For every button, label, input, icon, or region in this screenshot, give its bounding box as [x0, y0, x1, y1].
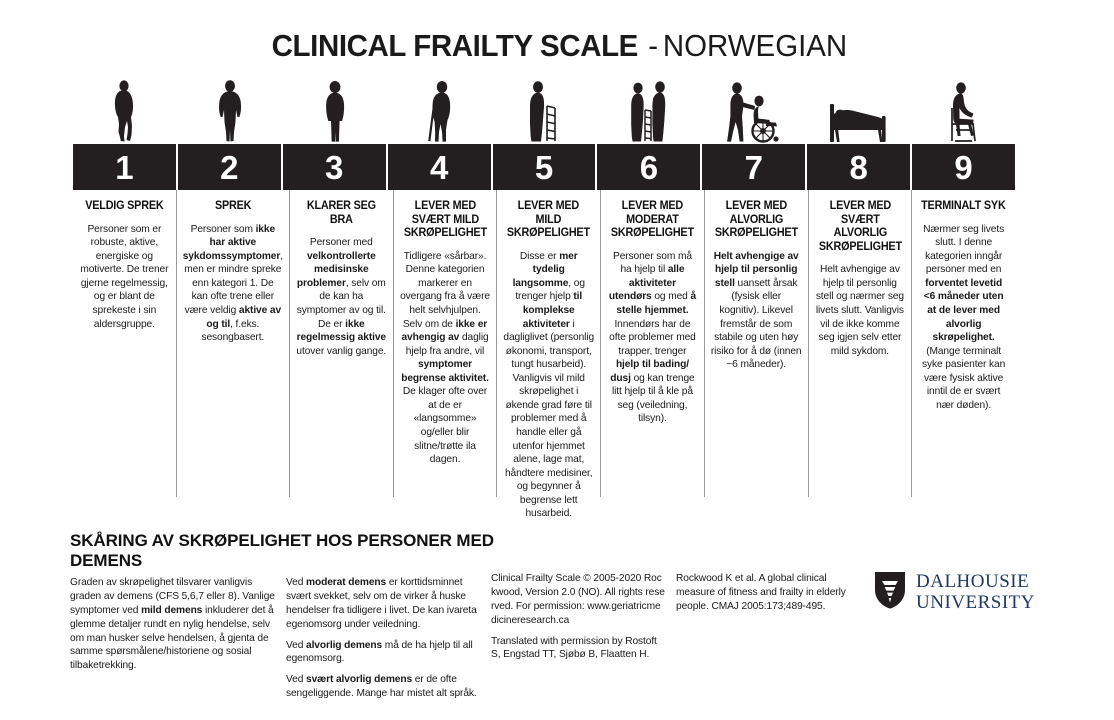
- frailty-card-8[interactable]: LEVER MED SVÆRT ALVORLIG SKRØPELIGHET He…: [808, 190, 913, 497]
- translation-credit: Translated with permission by Rostoft S,…: [491, 635, 657, 661]
- citation-column: Rockwood K et al. A global clinical meas…: [676, 572, 856, 614]
- frailty-card-4[interactable]: LEVER MED SVÆRT MILD SKRØPELIGHET Tidlig…: [393, 190, 498, 497]
- frailty-card-9[interactable]: TERMINALT SYK Nærmer seg livets slutt. I…: [912, 190, 1015, 497]
- title-light-part: NORWEGIAN: [662, 28, 848, 63]
- frailty-card-2[interactable]: SPREK Personer som ikke har aktive sykdo…: [176, 190, 290, 497]
- card-title-4: LEVER MED SVÆRT MILD SKRØPELIGHET: [403, 200, 487, 240]
- level-number-3[interactable]: 3: [282, 144, 388, 190]
- footer-section: SKÅRING AV SKRØPELIGHET HOS PERSONER MED…: [0, 528, 1114, 720]
- card-body-3: Personer med velkontrollerte medisinske …: [296, 237, 387, 357]
- logo-line-1: DALHOUSIE: [916, 570, 1030, 592]
- frailty-scale: 1 2 3 4 5 6 7 8 9 VELDIG SPREK Personer …: [73, 72, 1016, 519]
- card-title-3: KLARER SEG BRA: [306, 200, 376, 226]
- citation-text: Rockwood K et al. A global clinical meas…: [676, 573, 846, 612]
- figure-9: [910, 72, 1015, 144]
- figure-5: [492, 72, 597, 144]
- seated-person-icon: [942, 80, 984, 144]
- level-number-1[interactable]: 1: [73, 144, 178, 190]
- card-title-6: LEVER MED MODERAT SKRØPELIGHET: [610, 200, 694, 240]
- dalhousie-shield-icon: [873, 570, 907, 615]
- person-with-walker-icon: [523, 80, 565, 144]
- dementia-text-column-1: Graden av skrøpelighet tilsvarer vanligv…: [70, 576, 280, 673]
- frailty-card-3[interactable]: KLARER SEG BRA Personer med velkontrolle…: [289, 190, 394, 497]
- figure-3: [282, 72, 387, 144]
- dementia-text-column-2: Ved moderat demens er korttidsminnet svæ…: [286, 576, 486, 701]
- dementia-paragraph-3: Ved alvorlig demens må de ha hjelp til a…: [286, 639, 473, 665]
- level-number-5[interactable]: 5: [492, 144, 598, 190]
- dementia-paragraph-2: Ved moderat demens er korttidsminnet svæ…: [286, 577, 477, 630]
- logo-line-2: UNIVERSITY: [916, 591, 1035, 613]
- card-row: VELDIG SPREK Personer som er robuste, ak…: [73, 190, 1015, 519]
- card-title-9: TERMINALT SYK: [921, 200, 1006, 212]
- card-body-8: Helt avhengige av hjelp til personlig st…: [815, 264, 904, 357]
- copyright-column: Clinical Frailty Scale © 2005-2020 Rockw…: [491, 572, 666, 662]
- card-body-1: Personer som er robuste, aktive, energis…: [80, 223, 169, 330]
- frailty-card-7[interactable]: LEVER MED ALVORLIG SKRØPELIGHET Helt avh…: [704, 190, 809, 497]
- level-number-9[interactable]: 9: [912, 144, 1016, 190]
- figure-1: [73, 72, 178, 144]
- figure-7: [701, 72, 806, 144]
- level-number-6[interactable]: 6: [597, 144, 703, 190]
- dalhousie-logo-text: DALHOUSIE UNIVERSITY: [916, 570, 1035, 613]
- dementia-heading: SKÅRING AV SKRØPELIGHET HOS PERSONER MED…: [70, 531, 494, 571]
- figure-8: [806, 72, 911, 144]
- figure-6: [596, 72, 701, 144]
- level-number-7[interactable]: 7: [702, 144, 808, 190]
- dalhousie-logo: DALHOUSIE UNIVERSITY: [873, 570, 1035, 615]
- card-title-7: LEVER MED ALVORLIG SKRØPELIGHET: [714, 200, 798, 240]
- walking-person-icon: [107, 80, 143, 144]
- wheelchair-assist-icon: [725, 80, 781, 144]
- card-title-1: VELDIG SPREK: [85, 200, 164, 212]
- title-separator: -: [647, 28, 658, 63]
- frailty-card-6[interactable]: LEVER MED MODERAT SKRØPELIGHET Personer …: [601, 190, 705, 497]
- card-body-7: Helt avhengige av hjelp til personlig st…: [710, 250, 802, 371]
- card-body-2: Personer som ikke har aktive sykdomssymp…: [182, 223, 283, 344]
- number-bar: 1 2 3 4 5 6 7 8 9: [73, 144, 1016, 190]
- level-number-4[interactable]: 4: [387, 144, 493, 190]
- card-body-4: Tidligere «sårbar». Denne kategorien mar…: [400, 250, 490, 466]
- card-body-5: Disse er mer tydelig langsomme, og treng…: [503, 250, 595, 520]
- figure-2: [178, 72, 283, 144]
- figure-row: [73, 72, 1015, 144]
- page-title: CLINICAL FRAILTY SCALE - NORWEGIAN: [0, 28, 1114, 64]
- level-number-2[interactable]: 2: [177, 144, 283, 190]
- standing-person-icon: [318, 80, 352, 144]
- title-bold-part: CLINICAL FRAILTY SCALE: [271, 28, 639, 63]
- person-with-cane-icon: [419, 80, 459, 144]
- figure-4: [387, 72, 492, 144]
- frailty-card-1[interactable]: VELDIG SPREK Personer som er robuste, ak…: [73, 190, 177, 497]
- card-body-9: Nærmer seg livets slutt. I denne kategor…: [922, 223, 1006, 411]
- card-title-2: SPREK: [214, 200, 251, 212]
- dementia-paragraph-1: Graden av skrøpelighet tilsvarer vanligv…: [70, 577, 275, 672]
- dementia-paragraph-4: Ved svært alvorlig demens er de ofte sen…: [286, 674, 477, 700]
- card-title-5: LEVER MED MILD SKRØPELIGHET: [507, 200, 591, 240]
- two-people-walker-icon: [626, 80, 672, 144]
- standing-person-arms-icon: [212, 80, 248, 144]
- frailty-card-5[interactable]: LEVER MED MILD SKRØPELIGHET Disse er mer…: [497, 190, 602, 519]
- level-number-8[interactable]: 8: [807, 144, 913, 190]
- copyright-text: Clinical Frailty Scale © 2005-2020 Rockw…: [491, 573, 665, 626]
- bed-icon: [826, 80, 890, 144]
- card-title-8: LEVER MED SVÆRT ALVORLIG SKRØPELIGHET: [818, 200, 902, 253]
- card-body-6: Personer som må ha hjelp til alle aktivi…: [608, 250, 697, 425]
